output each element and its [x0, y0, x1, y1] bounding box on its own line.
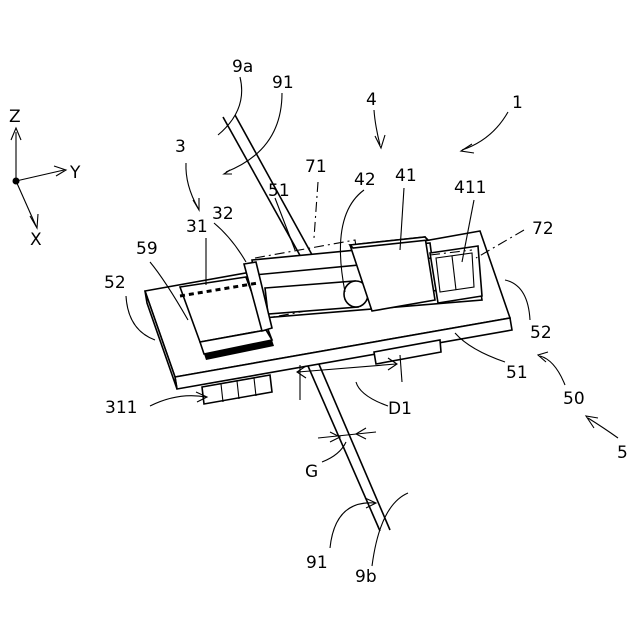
label-51-top: 51 — [268, 181, 290, 201]
label-311: 311 — [105, 398, 137, 418]
label-9b: 9b — [355, 567, 377, 587]
label-91-top: 91 — [272, 73, 294, 93]
leader-5 — [588, 418, 618, 438]
axis-triad: Z Y X — [9, 107, 81, 250]
leader-3 — [186, 163, 198, 208]
leader-311 — [150, 396, 206, 406]
label-42: 42 — [354, 170, 376, 190]
fiber-line-right-lower — [318, 362, 390, 530]
label-71: 71 — [305, 157, 327, 177]
leader-d1 — [356, 382, 388, 406]
leader-9a — [218, 77, 242, 135]
ref-line-71 — [314, 182, 318, 238]
leader-91-bottom — [330, 503, 375, 548]
label-59: 59 — [136, 239, 158, 259]
arrow-4-icon — [375, 135, 385, 148]
leader-32 — [214, 223, 246, 262]
axis-x-label: X — [30, 230, 42, 250]
label-g: G — [305, 462, 318, 482]
dim-g-line — [318, 432, 376, 438]
label-72: 72 — [532, 219, 554, 239]
label-51-bottom: 51 — [506, 363, 528, 383]
label-1: 1 — [512, 93, 523, 113]
label-9a: 9a — [232, 57, 253, 77]
arrow-5-icon — [586, 416, 598, 428]
label-91-bottom: 91 — [306, 553, 328, 573]
leader-91-top — [226, 93, 282, 172]
label-41: 41 — [395, 166, 417, 186]
label-52-right: 52 — [530, 323, 552, 343]
label-d1: D1 — [388, 399, 412, 419]
label-4: 4 — [366, 90, 377, 110]
label-5: 5 — [617, 443, 628, 463]
label-3: 3 — [175, 137, 186, 157]
label-50: 50 — [563, 389, 585, 409]
label-32: 32 — [212, 204, 234, 224]
x-axis — [16, 181, 36, 226]
axis-y-label: Y — [69, 163, 81, 183]
label-52-left: 52 — [104, 273, 126, 293]
axis-z-label: Z — [9, 107, 21, 127]
leader-1 — [462, 112, 508, 150]
label-31: 31 — [186, 217, 208, 237]
dimension-marks — [297, 355, 402, 442]
label-411: 411 — [454, 178, 486, 198]
